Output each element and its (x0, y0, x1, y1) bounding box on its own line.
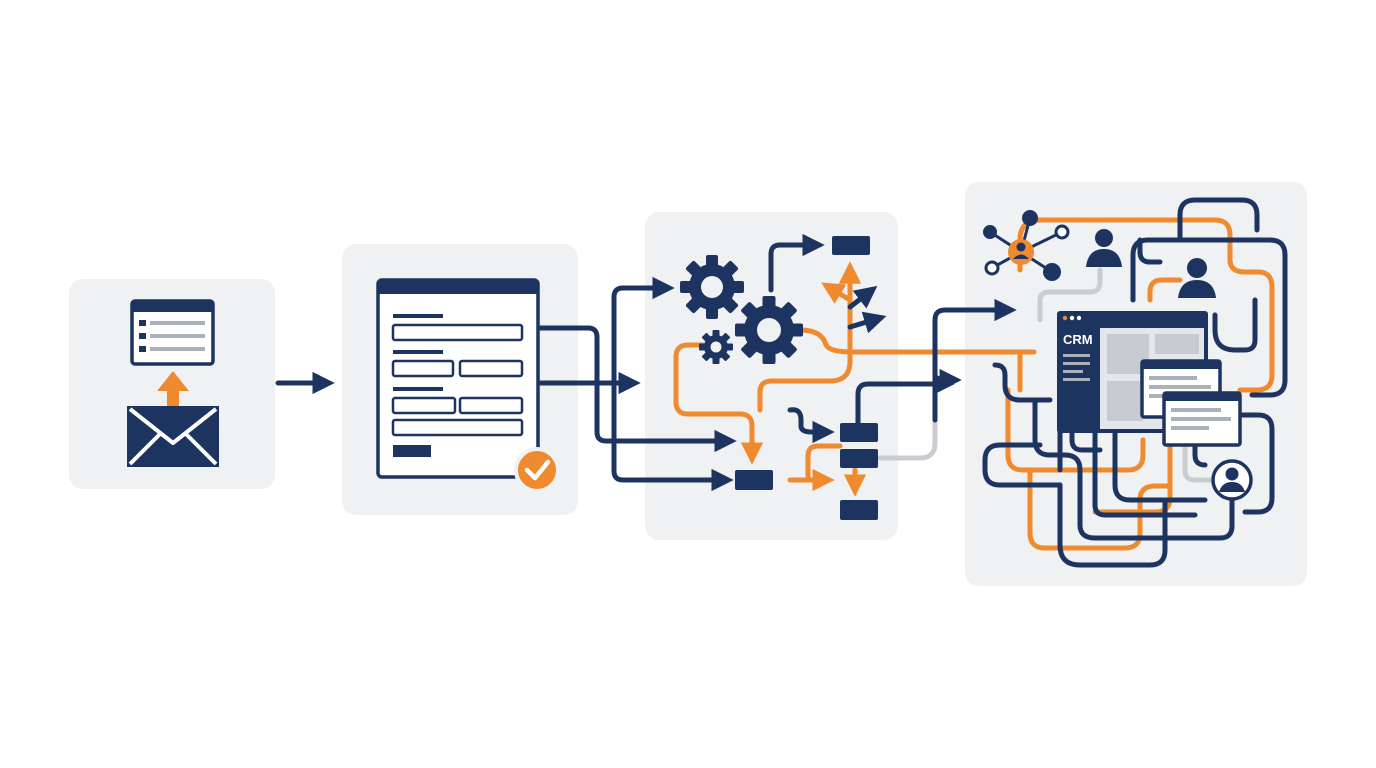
gear-icon (680, 255, 744, 319)
flow-line (1192, 442, 1208, 468)
task-block-icon (840, 449, 878, 468)
flow-line (1182, 437, 1218, 483)
flow-line (1147, 277, 1183, 303)
task-block-icon (735, 470, 773, 490)
connector-arrow (855, 372, 955, 428)
connector-arrow (787, 407, 835, 444)
flow-line (1037, 267, 1103, 323)
flow-line (1005, 387, 1146, 473)
inbox-list-icon (130, 299, 215, 366)
flow-line (757, 349, 853, 413)
network-hub-icon (983, 210, 1070, 281)
gear-icon (735, 296, 803, 364)
flow-line (1057, 482, 1168, 568)
task-block-icon (840, 423, 878, 442)
flow-line (797, 327, 1037, 355)
flow-line (877, 412, 938, 461)
connector-arrow (611, 276, 675, 386)
user-icon (1178, 258, 1216, 298)
form-document-icon (376, 278, 540, 479)
flow-line (1027, 467, 1173, 551)
user-icon (1211, 459, 1253, 501)
user-icon (1086, 229, 1122, 267)
check-circle-icon (514, 447, 560, 493)
flow-line (805, 443, 843, 483)
gear-icon (699, 330, 733, 364)
flow-line (673, 342, 764, 465)
connector-arrow (847, 311, 887, 334)
flow-line (1212, 297, 1258, 353)
flow-line (1112, 422, 1208, 503)
email-icon (127, 406, 219, 467)
flow-line (1137, 237, 1163, 265)
flow-line (1092, 429, 1198, 518)
flow-line (1069, 427, 1103, 453)
task-block-icon (832, 236, 870, 255)
flow-line (1130, 237, 1288, 398)
flow-line (992, 362, 1053, 403)
flow-line (1032, 397, 1235, 541)
flow-line (982, 442, 1063, 488)
connector-arrow (768, 233, 825, 293)
connector-arrow (847, 285, 878, 310)
flow-line (1197, 412, 1275, 515)
flow-line (821, 282, 853, 304)
connector-arrow (611, 380, 734, 492)
task-block-icon (840, 500, 878, 520)
crm-window-icon (1162, 391, 1242, 447)
crm-label: CRM (1063, 332, 1093, 347)
connector-arrow (932, 298, 1017, 423)
flow-line (1177, 197, 1260, 243)
